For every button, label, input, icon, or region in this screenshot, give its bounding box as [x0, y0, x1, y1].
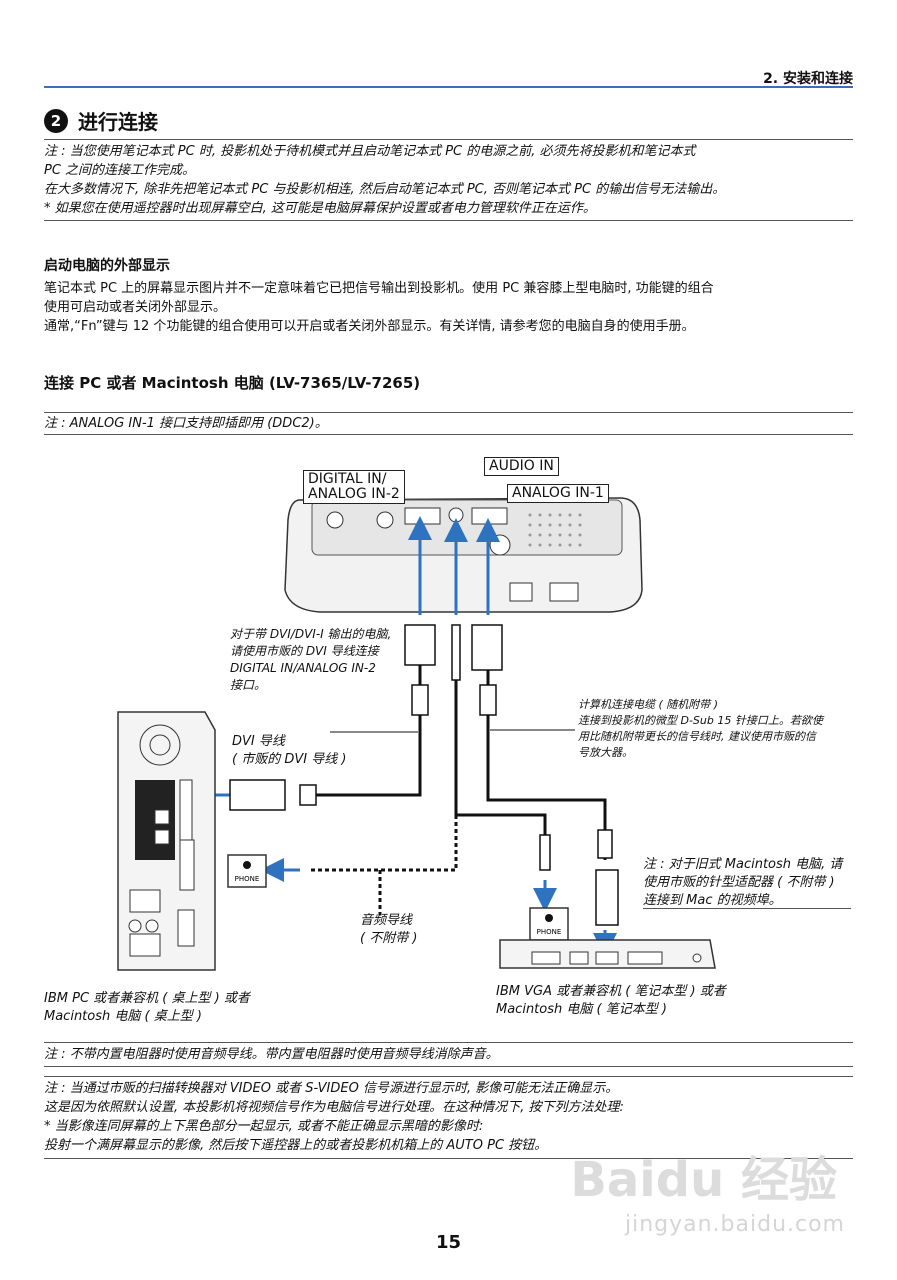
caption-line: DIGITAL IN/ANALOG IN-2 — [230, 661, 376, 675]
note-line: 注 : 当通过市贩的扫描转换器对 VIDEO 或者 S-VIDEO 信号源进行显… — [44, 1081, 619, 1096]
laptop-pc — [499, 939, 716, 969]
mac-adapter-note: 注 : 对于旧式 Macintosh 电脑, 请 使用市贩的针型适配器 ( 不附… — [643, 856, 842, 910]
watermark-logo: Baidu 经验 — [570, 1152, 837, 1208]
label-digital-in: DIGITAL IN/ ANALOG IN-2 — [303, 470, 405, 504]
desktop-pc — [117, 711, 216, 971]
label-line: DIGITAL IN/ — [308, 471, 387, 487]
top-note: 注 : 当您使用笔记本式 PC 时, 投影机处于待机模式并且启动笔记本式 PC … — [44, 142, 854, 218]
dvi-cable-caption: DVI 导线 ( 市贩的 DVI 导线 ) — [232, 733, 346, 769]
caption-line: 用比随机附带更长的信号线时, 建议使用市贩的信 — [578, 730, 816, 743]
laptop-caption: IBM VGA 或者兼容机 ( 笔记本型 ) 或者 Macintosh 电脑 (… — [496, 983, 726, 1019]
caption-line: DVI 导线 — [232, 734, 285, 749]
caption-line: 使用市贩的针型适配器 ( 不附带 ) — [643, 875, 835, 890]
dvi-pc-caption: 对于带 DVI/DVI-I 输出的电脑, 请使用市贩的 DVI 导线连接 DIG… — [230, 626, 391, 694]
caption-line: 请使用市贩的 DVI 导线连接 — [230, 644, 379, 658]
audio-note: 注 : 不带内置电阻器时使用音频导线。带内置电阻器时使用音频导线消除声音。 — [44, 1047, 499, 1062]
connection-diagram: PHONE PHONE — [117, 497, 716, 971]
caption-line: ( 不附带 ) — [360, 931, 418, 946]
external-display-text: 笔记本式 PC 上的屏幕显示图片并不一定意味着它已把信号输出到投影机。使用 PC… — [44, 279, 854, 336]
desktop-caption: IBM PC 或者兼容机 ( 桌上型 ) 或者 Macintosh 电脑 ( 桌… — [44, 990, 250, 1026]
header-rule — [44, 86, 853, 88]
divider — [44, 139, 853, 140]
divider — [44, 220, 853, 221]
phone-label: PHONE — [235, 875, 260, 883]
note-line: 这是因为依照默认设置, 本投影机将视频信号作为电脑信号进行处理。在这种情况下, … — [44, 1100, 624, 1115]
caption-line: 接口。 — [230, 678, 267, 692]
caption-line: IBM PC 或者兼容机 ( 桌上型 ) 或者 — [44, 991, 250, 1006]
projector — [284, 497, 643, 613]
divider — [44, 1042, 853, 1043]
note-line: 投射一个满屏幕显示的影像, 然后按下遥控器上的或者投影机机箱上的 AUTO PC… — [44, 1138, 548, 1153]
note-line: * 如果您在使用遥控器时出现屏幕空白, 这可能是电脑屏幕保护设置或者电力管理软件… — [44, 201, 596, 216]
caption-line: Macintosh 电脑 ( 桌上型 ) — [44, 1009, 202, 1024]
connect-heading: 连接 PC 或者 Macintosh 电脑 (LV-7365/LV-7265) — [44, 374, 421, 392]
ddc-note: 注 : ANALOG IN-1 接口支持即插即用 (DDC2)。 — [44, 416, 328, 431]
note-line: PC 之间的连接工作完成。 — [44, 163, 196, 178]
caption-line: IBM VGA 或者兼容机 ( 笔记本型 ) 或者 — [496, 984, 726, 999]
divider — [44, 1158, 853, 1159]
caption-line: 计算机连接电缆 ( 随机附带 ) — [578, 698, 719, 711]
page-number: 15 — [435, 1232, 462, 1253]
vga-cable-caption: 计算机连接电缆 ( 随机附带 ) 连接到投影机的微型 D-Sub 15 针接口上… — [578, 697, 823, 761]
label-line: ANALOG IN-2 — [308, 486, 400, 502]
note-line: 在大多数情况下, 除非先把笔记本式 PC 与投影机相连, 然后启动笔记本式 PC… — [44, 182, 726, 197]
phone-jack-desktop: PHONE — [227, 854, 267, 888]
note-line: * 当影像连同屏幕的上下黑色部分一起显示, 或者不能正确显示黑暗的影像时: — [44, 1119, 484, 1134]
label-analog-in-1: ANALOG IN-1 — [507, 484, 609, 503]
scan-converter-note: 注 : 当通过市贩的扫描转换器对 VIDEO 或者 S-VIDEO 信号源进行显… — [44, 1079, 854, 1155]
watermark-url: jingyan.baidu.com — [624, 1212, 845, 1237]
audio-cable-caption: 音频导线 ( 不附带 ) — [360, 912, 417, 948]
caption-line: ( 市贩的 DVI 导线 ) — [232, 752, 347, 767]
caption-line: 音频导线 — [360, 913, 413, 928]
note-line: 注 : 当您使用笔记本式 PC 时, 投影机处于待机模式并且启动笔记本式 PC … — [44, 144, 696, 159]
divider — [44, 1066, 853, 1067]
caption-line: 注 : 对于旧式 Macintosh 电脑, 请 — [643, 857, 843, 872]
caption-line: Macintosh 电脑 ( 笔记本型 ) — [496, 1002, 667, 1017]
para-line: 笔记本式 PC 上的屏幕显示图片并不一定意味着它已把信号输出到投影机。使用 PC… — [44, 281, 714, 296]
label-audio-in: AUDIO IN — [484, 457, 559, 476]
phone-jack-laptop: PHONE — [529, 907, 569, 941]
caption-line: 对于带 DVI/DVI-I 输出的电脑, — [230, 627, 392, 641]
para-line: 使用可启动或者关闭外部显示。 — [44, 300, 227, 315]
caption-line: 连接到投影机的微型 D-Sub 15 针接口上。若欲使 — [578, 714, 823, 727]
para-line: 通常,“Fn”键与 12 个功能键的组合使用可以开启或者关闭外部显示。有关详情,… — [44, 319, 695, 334]
phone-label: PHONE — [537, 928, 562, 936]
section-title-text: 进行连接 — [78, 110, 158, 134]
chapter-title: 2. 安装和连接 — [763, 71, 853, 87]
divider — [44, 1076, 853, 1077]
caption-line: 号放大器。 — [578, 746, 633, 759]
caption-line: 连接到 Mac 的视频埠。 — [643, 893, 782, 908]
external-display-heading: 启动电脑的外部显示 — [44, 258, 170, 274]
divider — [643, 908, 851, 909]
divider — [44, 412, 853, 413]
section-title: 2 进行连接 — [44, 106, 158, 135]
divider — [44, 434, 853, 435]
section-number: 2 — [44, 108, 68, 133]
